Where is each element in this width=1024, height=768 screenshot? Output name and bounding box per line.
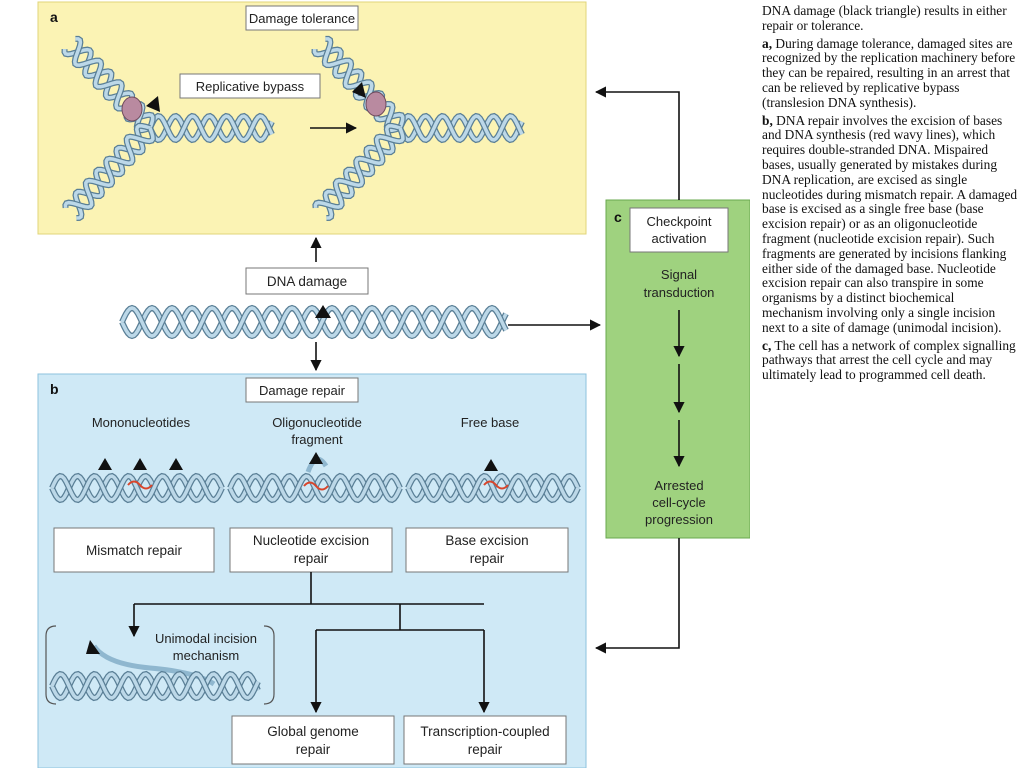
transcription-coupled-line1: Transcription-coupled	[420, 724, 549, 739]
replicative-bypass-label: Replicative bypass	[196, 79, 305, 94]
caption-b-text: DNA repair involves the excision of base…	[762, 112, 1018, 335]
repair-synthesis-mismatch	[127, 480, 153, 490]
damaged-dna-helix	[119, 304, 509, 340]
caption-c-text: The cell has a network of complex signal…	[762, 337, 1016, 383]
ber-label-line1: Base excision	[445, 533, 528, 548]
damage-triangle-right	[352, 82, 366, 98]
ner-label-line2: repair	[294, 551, 329, 566]
repair-synthesis-ber	[483, 480, 509, 490]
transcription-coupled-repair-box	[403, 715, 567, 765]
base-excision-repair-box	[405, 527, 569, 573]
damage-repair-label: Damage repair	[259, 383, 346, 398]
panel-c-letter: c	[614, 209, 622, 225]
unimodal-bracket-left	[45, 625, 57, 705]
free-base-label: Free base	[461, 415, 520, 430]
arrested-line3: progression	[645, 512, 713, 527]
oligonucleotide-label-line2: fragment	[291, 432, 343, 447]
replicative-bypass-box	[179, 73, 321, 99]
excised-nucleotide-3	[169, 458, 183, 470]
polymerase-blob-right	[365, 91, 387, 117]
arrested-line1: Arrested	[654, 478, 703, 493]
unimodal-bracket-right	[263, 625, 275, 705]
panel-c-checkpoint: c Checkpoint activation Signal transduct…	[594, 86, 750, 654]
checkpoint-label-line1: Checkpoint	[646, 214, 711, 229]
damage-tolerance-box	[245, 5, 359, 31]
checkpoint-activation-box	[629, 207, 729, 253]
panel-a-damage-tolerance: a Damage tolerance Replicative bypass	[37, 1, 587, 235]
arrested-line2: cell-cycle	[652, 495, 705, 510]
mononucleotides-label: Mononucleotides	[92, 415, 191, 430]
ber-label-line2: repair	[470, 551, 505, 566]
global-genome-line1: Global genome	[267, 724, 359, 739]
caption-intro: DNA damage (black triangle) results in e…	[762, 3, 1007, 33]
caption-a-text: During damage tolerance, damaged sites a…	[762, 35, 1016, 110]
panel-b-damage-repair: b Damage repair Mononucleotides Oligonuc…	[37, 373, 587, 768]
caption-a-label: a,	[762, 35, 773, 51]
excised-free-base	[484, 459, 498, 471]
oligonucleotide-label-line1: Oligonucleotide	[272, 415, 362, 430]
ner-label-line1: Nucleotide excision	[253, 533, 369, 548]
dna-damage-response-figure: a Damage tolerance Replicative bypass DN…	[37, 1, 750, 768]
excised-nucleotide-1	[98, 458, 112, 470]
signal-transduction-line1: Signal	[661, 267, 697, 282]
excised-oligonucleotide-fragment	[305, 452, 329, 473]
unimodal-damage-triangle	[86, 640, 100, 654]
feedback-arrow-to-tolerance	[594, 86, 680, 200]
mismatch-repair-box	[53, 527, 215, 573]
caption-a: a, During damage tolerance, damaged site…	[762, 35, 1018, 111]
feedback-arrow-to-repair	[594, 538, 680, 654]
repair-synthesis-ner	[303, 481, 329, 491]
damage-triangle-center	[315, 305, 331, 318]
center-dna-damage: DNA damage	[119, 236, 602, 372]
unimodal-label-line1: Unimodal incision	[155, 631, 257, 646]
figure-caption: DNA damage (black triangle) results in e…	[762, 3, 1018, 386]
damage-repair-box	[245, 377, 359, 403]
base-excision-dna	[405, 472, 581, 504]
signal-transduction-line2: transduction	[644, 285, 715, 300]
dna-damage-box	[245, 267, 369, 295]
mismatch-repair-dna	[49, 472, 225, 504]
nucleotide-excision-repair-box	[229, 527, 393, 573]
caption-b: b, DNA repair involves the excision of b…	[762, 112, 1018, 336]
dna-damage-label: DNA damage	[267, 274, 347, 289]
unimodal-label-line2: mechanism	[173, 648, 239, 663]
excised-nucleotide-2	[133, 458, 147, 470]
panel-a-letter: a	[50, 9, 58, 25]
caption-c: c, The cell has a network of complex sig…	[762, 337, 1018, 383]
nucleotide-excision-dna	[227, 472, 403, 504]
damage-tolerance-label: Damage tolerance	[249, 11, 355, 26]
damage-triangle-left	[146, 96, 160, 112]
panel-b-letter: b	[50, 381, 59, 397]
global-genome-repair-box	[231, 715, 395, 765]
panel-c-background	[605, 199, 750, 539]
global-genome-line2: repair	[296, 742, 331, 757]
caption-c-label: c,	[762, 337, 772, 353]
transcription-coupled-line2: repair	[468, 742, 503, 757]
unimodal-dna	[49, 670, 261, 702]
checkpoint-label-line2: activation	[652, 231, 707, 246]
polymerase-blob-left	[121, 96, 143, 122]
caption-b-label: b,	[762, 112, 773, 128]
mismatch-repair-label: Mismatch repair	[86, 543, 183, 558]
